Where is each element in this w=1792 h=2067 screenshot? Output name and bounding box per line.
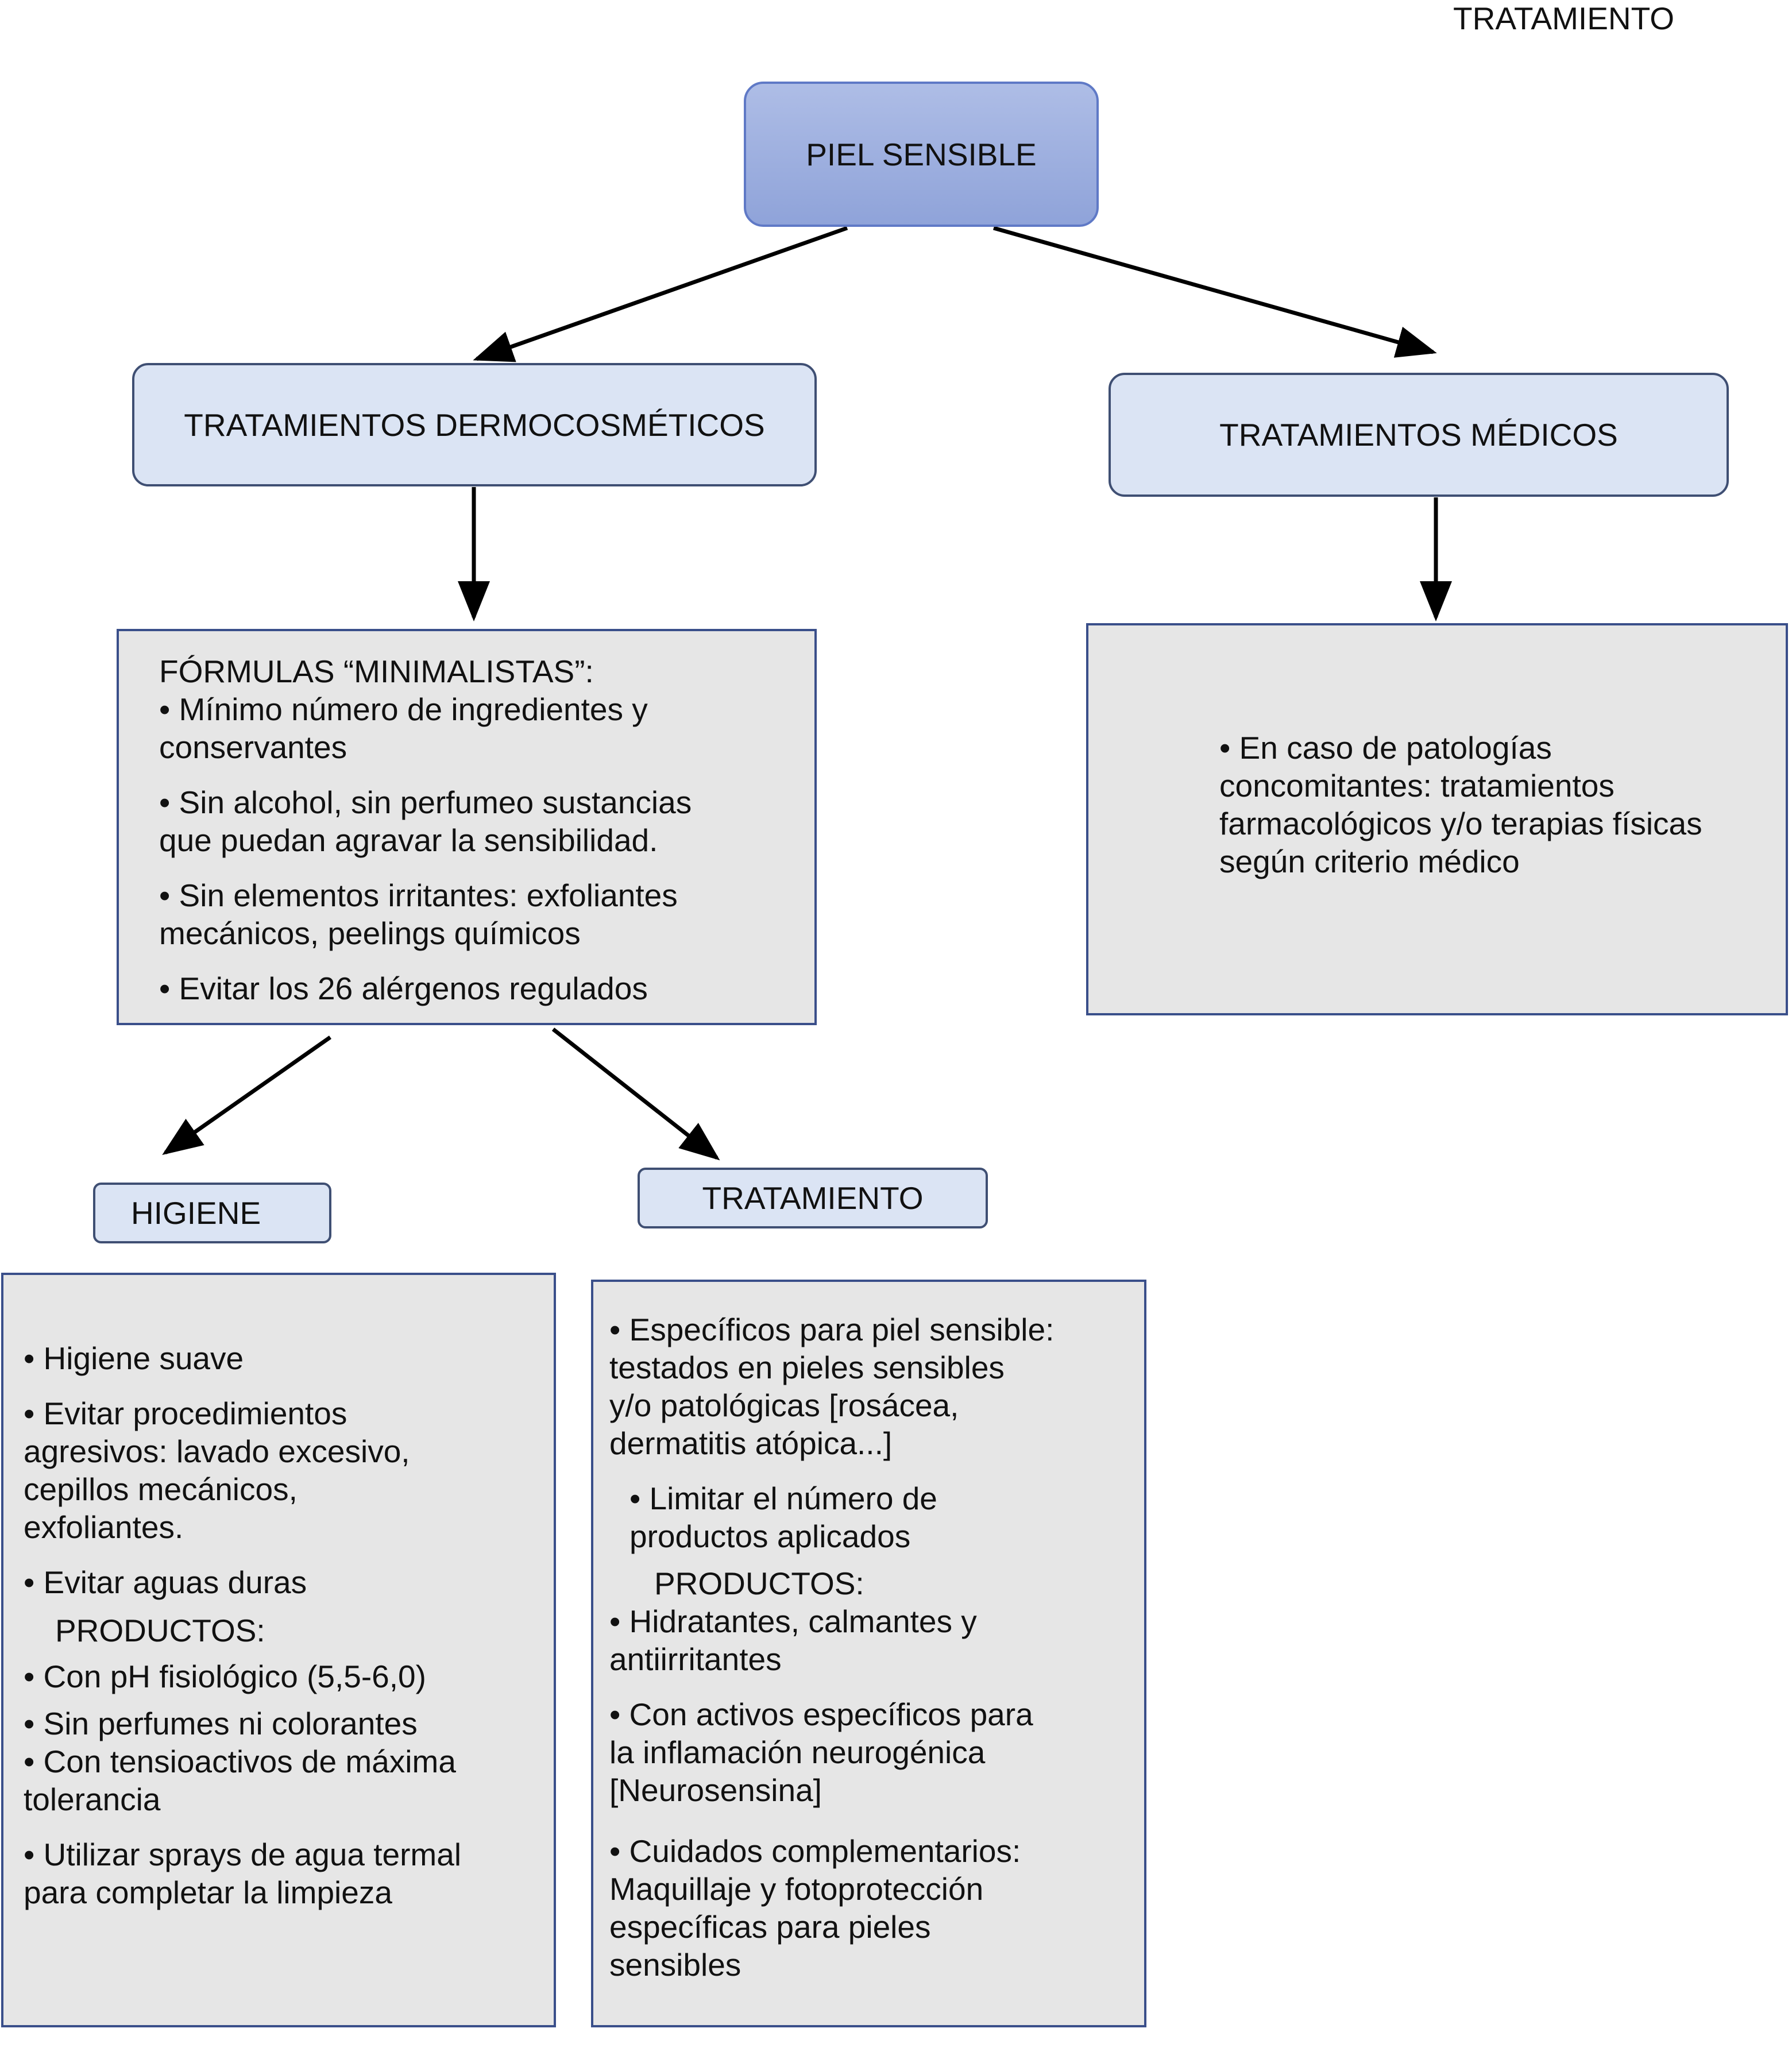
tratamiento-detail-line-2: testados en pieles sensibles [609, 1350, 1005, 1385]
node-dermo-label: TRATAMIENTOS DERMOCOSMÉTICOS [184, 407, 765, 443]
node-medicos-detail: • En caso de patologías concomitantes: t… [1086, 623, 1788, 1015]
higiene-detail-line-1: • Higiene suave [24, 1340, 244, 1376]
formulas-bullet-3-line-1: • Sin elementos irritantes: exfoliantes [159, 878, 678, 913]
higiene-detail-line-11: tolerancia [24, 1782, 161, 1817]
medicos-detail-line-2: concomitantes: tratamientos [1219, 768, 1615, 803]
tratamiento-detail-line-11: la inflamación neurogénica [609, 1734, 986, 1770]
formulas-bullet-4-line-1: • Evitar los 26 alérgenos regulados [159, 971, 648, 1006]
formulas-bullet-2-line-1: • Sin alcohol, sin perfumeo sustancias [159, 785, 692, 820]
arrow-formulas-to-higiene [162, 1036, 332, 1156]
tratamiento-detail-products-heading: PRODUCTOS: [654, 1566, 864, 1601]
higiene-detail-line-10: • Con tensioactivos de máxima [24, 1744, 456, 1779]
node-formulas-minimalistas: FÓRMULAS “MINIMALISTAS”: • Mínimo número… [117, 629, 817, 1025]
tratamiento-detail-line-5: • Limitar el número de [629, 1481, 937, 1516]
medicos-detail-line-3: farmacológicos y/o terapias físicas [1219, 806, 1702, 841]
tratamiento-detail-line-6: productos aplicados [629, 1519, 911, 1554]
node-tratamiento: TRATAMIENTO [638, 1168, 988, 1228]
tratamiento-detail-line-10: • Con activos específicos para [609, 1697, 1033, 1732]
formulas-bullet-3-line-2: mecánicos, peelings químicos [159, 915, 581, 951]
tratamiento-detail-line-8: • Hidratantes, calmantes y [609, 1604, 977, 1639]
tratamiento-detail-line-12: [Neurosensina] [609, 1772, 822, 1808]
higiene-detail-line-5: exfoliantes. [24, 1509, 184, 1545]
node-tratamiento-label: TRATAMIENTO [702, 1180, 924, 1216]
corner-title: TRATAMIENTO [1453, 1, 1674, 36]
node-piel-sensible-label: PIEL SENSIBLE [806, 136, 1037, 172]
node-higiene-detail: • Higiene suave • Evitar procedimientos … [1, 1273, 556, 2027]
tratamiento-detail-line-1: • Específicos para piel sensible: [609, 1312, 1055, 1347]
higiene-detail-line-9: • Sin perfumes ni colorantes [24, 1706, 418, 1741]
formulas-bullet-2-line-2: que puedan agravar la sensibilidad. [159, 822, 658, 858]
tratamiento-detail-line-4: dermatitis atópica...] [609, 1425, 893, 1461]
higiene-detail-line-2: • Evitar procedimientos [24, 1396, 347, 1431]
arrow-formulas-to-tratamiento [551, 1027, 720, 1161]
node-piel-sensible: PIEL SENSIBLE [744, 82, 1099, 227]
arrow-root-to-dermo [473, 226, 848, 362]
arrow-root-to-medicos [993, 226, 1437, 358]
formulas-bullet-1-line-2: conservantes [159, 729, 347, 765]
higiene-detail-products-heading: PRODUCTOS: [55, 1613, 265, 1648]
node-medicos-label: TRATAMIENTOS MÉDICOS [1219, 417, 1618, 453]
higiene-detail-line-4: cepillos mecánicos, [24, 1471, 298, 1507]
formulas-title: FÓRMULAS “MINIMALISTAS”: [159, 654, 594, 689]
higiene-detail-line-12: • Utilizar sprays de agua termal [24, 1837, 462, 1872]
tratamiento-detail-line-14: Maquillaje y fotoprotección [609, 1871, 984, 1907]
formulas-bullet-1-line-1: • Mínimo número de ingredientes y [159, 691, 648, 727]
tratamiento-detail-line-16: sensibles [609, 1947, 741, 1983]
tratamiento-detail-line-13: • Cuidados complementarios: [609, 1833, 1021, 1869]
node-tratamiento-detail: • Específicos para piel sensible: testad… [591, 1280, 1146, 2027]
node-tratamientos-dermocosmeticos: TRATAMIENTOS DERMOCOSMÉTICOS [132, 363, 817, 486]
node-tratamientos-medicos: TRATAMIENTOS MÉDICOS [1109, 373, 1729, 497]
tratamiento-detail-line-3: y/o patológicas [rosácea, [609, 1388, 959, 1423]
node-higiene: HIGIENE [93, 1183, 331, 1243]
higiene-detail-line-6: • Evitar aguas duras [24, 1564, 307, 1600]
node-higiene-label: HIGIENE [131, 1195, 261, 1231]
higiene-detail-line-8: • Con pH fisiológico (5,5-6,0) [24, 1659, 426, 1694]
medicos-detail-line-1: • En caso de patologías [1219, 730, 1552, 766]
tratamiento-detail-line-15: específicas para pieles [609, 1909, 931, 1945]
tratamiento-detail-line-9: antiirritantes [609, 1641, 782, 1677]
medicos-detail-line-4: según criterio médico [1219, 844, 1520, 879]
higiene-detail-line-3: agresivos: lavado excesivo, [24, 1434, 410, 1469]
higiene-detail-line-13: para completar la limpieza [24, 1875, 392, 1910]
